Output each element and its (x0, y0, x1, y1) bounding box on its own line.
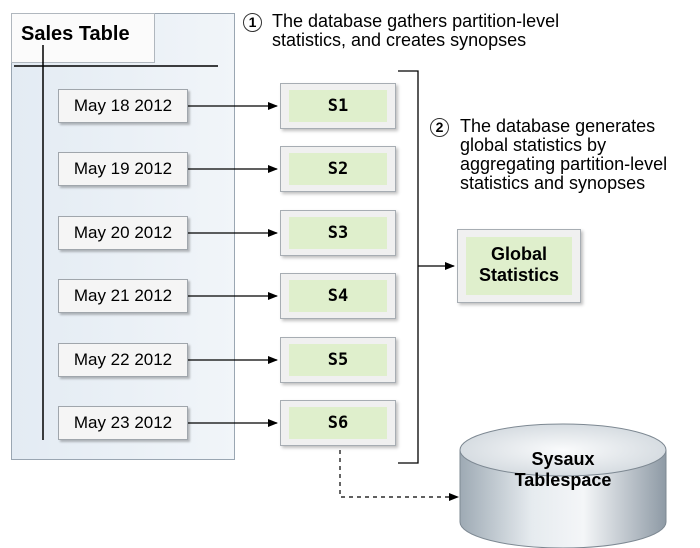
synopsis-label: S1 (289, 90, 387, 122)
synopsis-s6: S6 (280, 400, 396, 446)
partition-may-20: May 20 2012 (58, 216, 188, 250)
synopsis-s5: S5 (280, 337, 396, 383)
synopsis-label: S6 (289, 407, 387, 439)
step2-line2: global statistics by (460, 135, 607, 155)
sales-table-title: Sales Table (11, 13, 155, 63)
sysaux-tablespace-label: Sysaux Tablespace (490, 449, 636, 491)
partition-may-23: May 23 2012 (58, 406, 188, 440)
arrow-to-sysaux (339, 450, 459, 501)
partition-may-19: May 19 2012 (58, 152, 188, 186)
synopsis-s3: S3 (280, 210, 396, 256)
step1-line2: statistics, and creates synopses (272, 30, 527, 50)
global-statistics-box: Global Statistics (457, 229, 581, 303)
sysaux-line1: Sysaux (531, 449, 595, 469)
sysaux-line2: Tablespace (514, 470, 612, 490)
synopses-bracket (398, 70, 419, 464)
synopsis-label: S5 (289, 344, 387, 376)
synopsis-label: S3 (289, 217, 387, 249)
partition-may-18: May 18 2012 (58, 89, 188, 123)
step2-line3: aggregating partition-level (460, 154, 668, 174)
synopsis-s1: S1 (280, 83, 396, 129)
step2-line4: statistics and synopses (460, 173, 646, 193)
global-statistics-line1: Global (490, 244, 547, 264)
sysaux-cylinder (459, 423, 667, 548)
synopsis-label: S4 (289, 280, 387, 312)
step2-line1: The database generates (460, 116, 656, 136)
step2-number-badge: 2 (430, 118, 449, 137)
partition-may-21: May 21 2012 (58, 279, 188, 313)
synopsis-s2: S2 (280, 146, 396, 192)
step1-number-badge: 1 (243, 13, 262, 32)
global-statistics-line2: Statistics (478, 265, 560, 285)
synopsis-s4: S4 (280, 273, 396, 319)
global-statistics-label: Global Statistics (466, 237, 572, 295)
partition-may-22: May 22 2012 (58, 343, 188, 377)
step1-line1: The database gathers partition-level (272, 11, 560, 31)
synopsis-label: S2 (289, 153, 387, 185)
